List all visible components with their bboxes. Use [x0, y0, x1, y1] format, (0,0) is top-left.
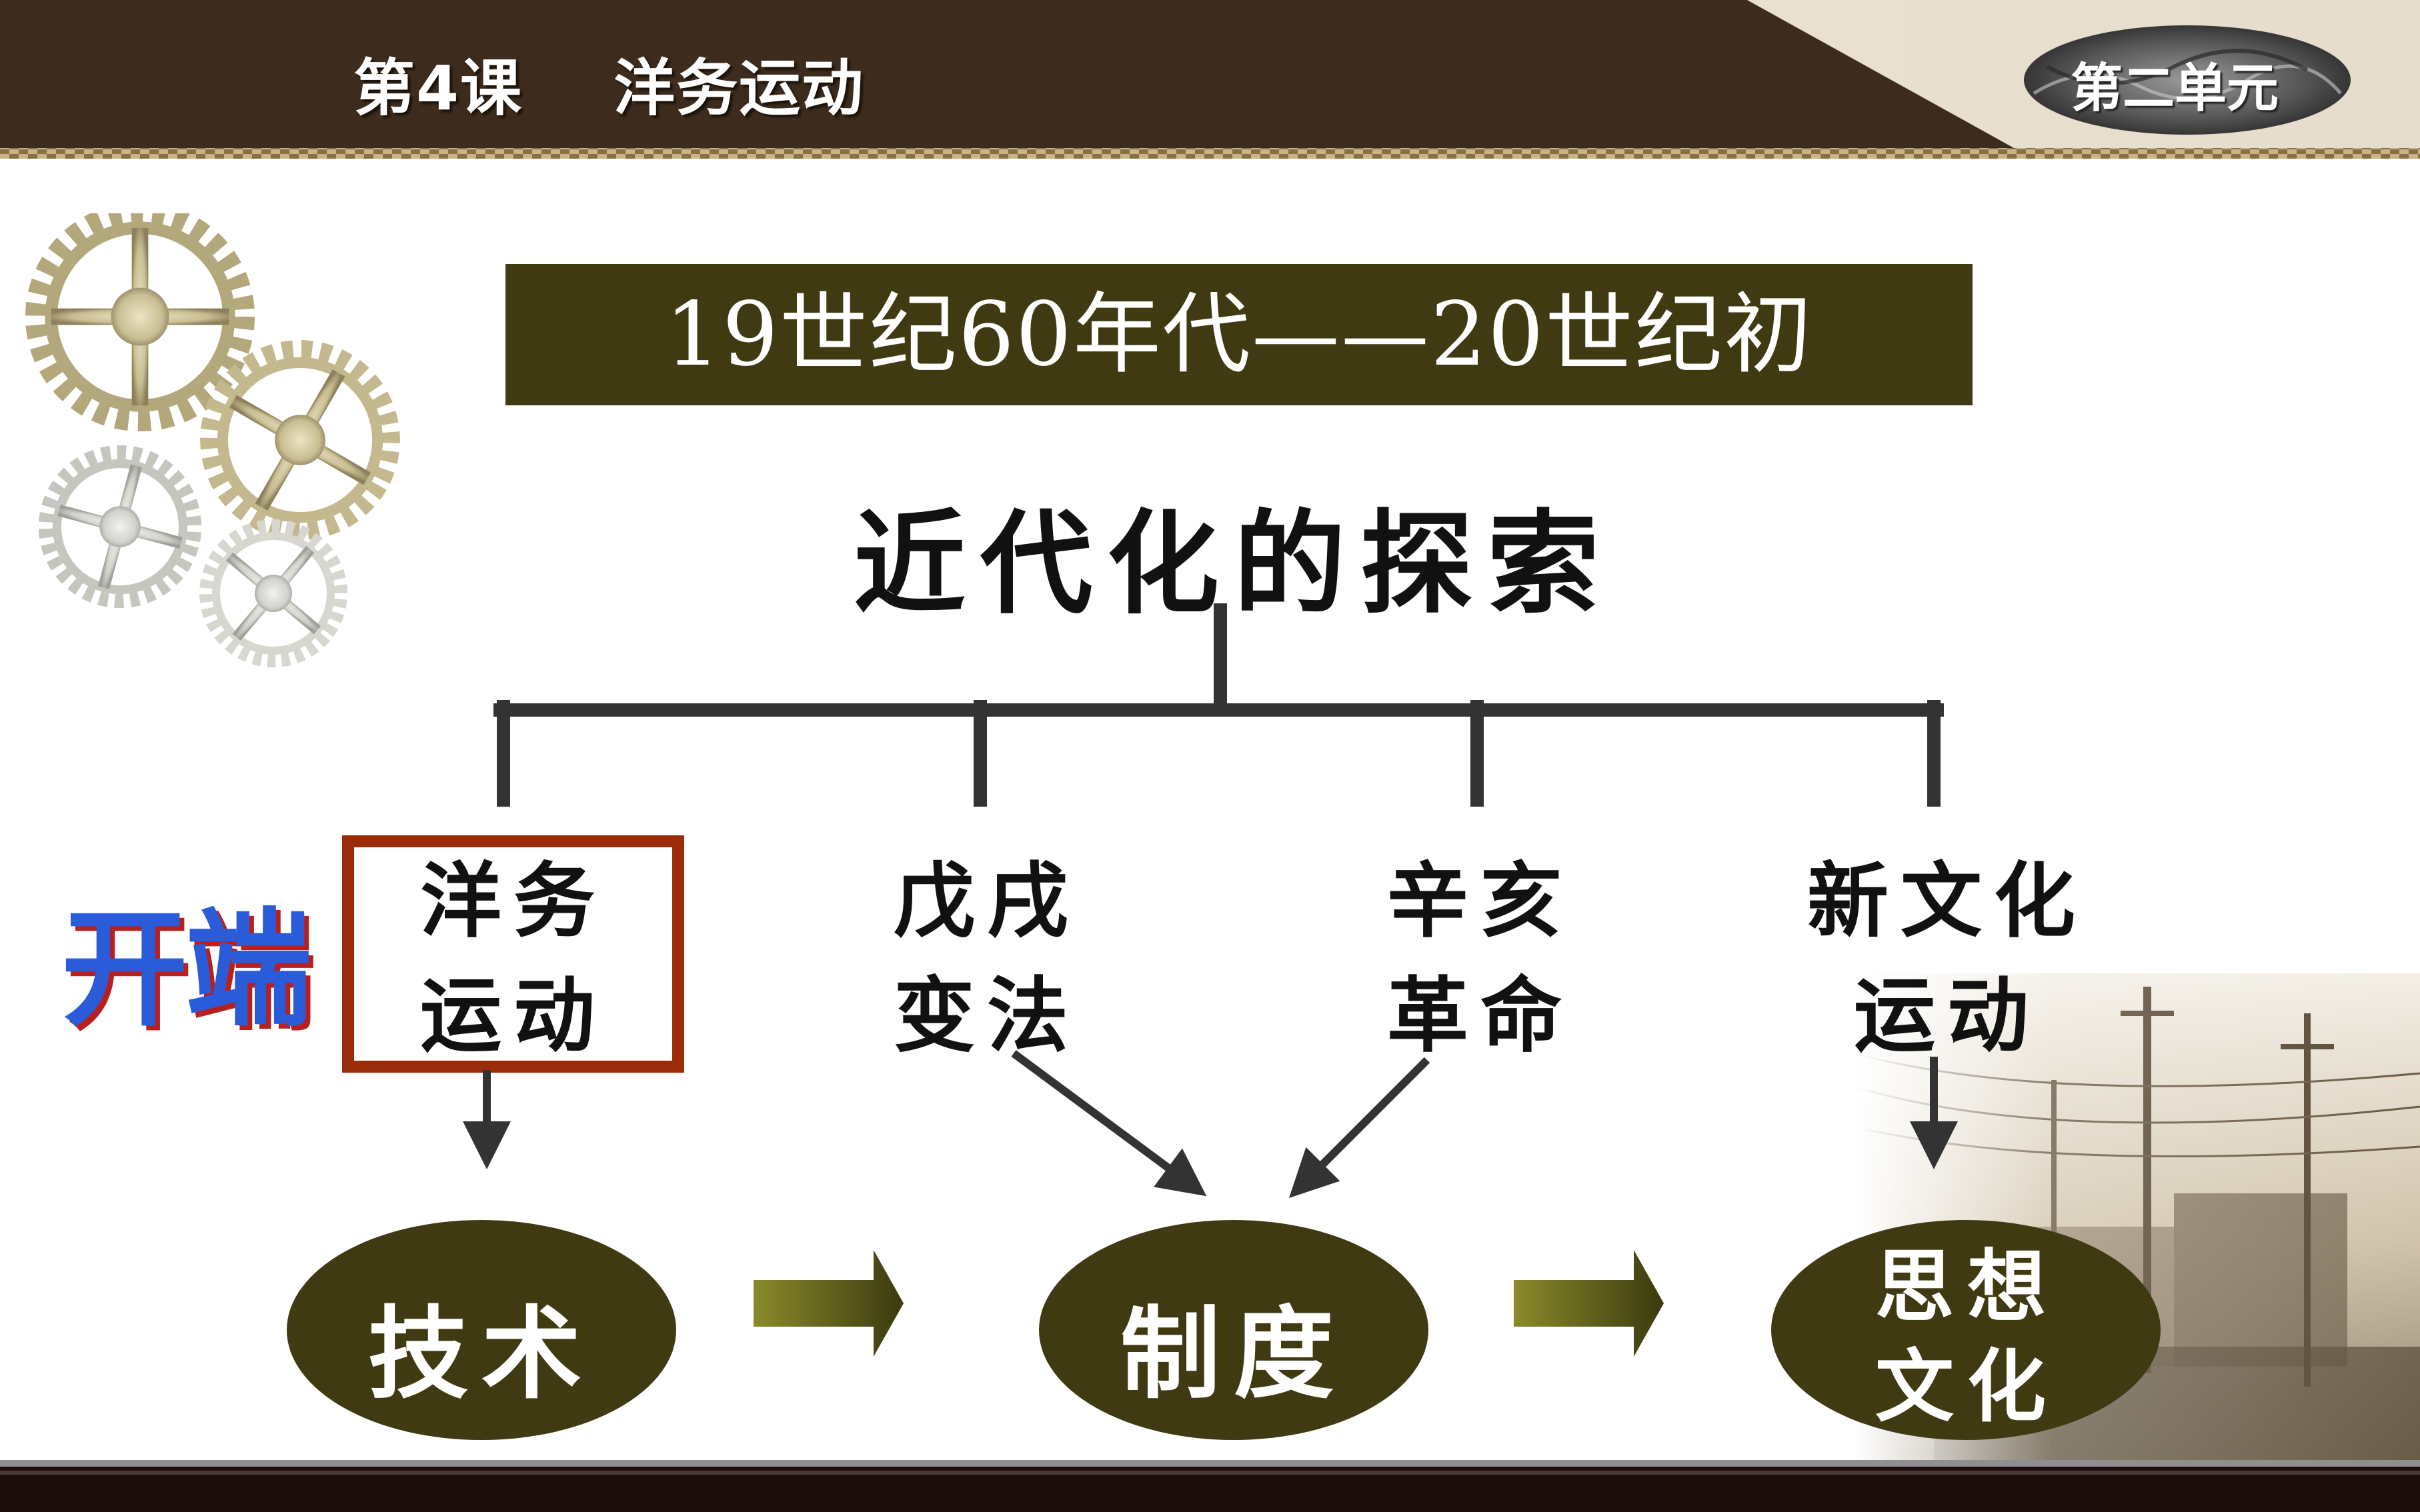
period-box: 19世纪60年代——20世纪初 [505, 264, 1973, 405]
branch-xinhai-line1: 辛亥 [1387, 853, 1574, 949]
highlight-box [342, 835, 684, 1073]
stage-label-thought: 思想 文化 [1800, 1237, 2134, 1437]
branch-wuxu: 戊戌 变法 [847, 843, 1127, 1073]
branch-yangwu-line1: 洋务 [420, 853, 607, 949]
branch-xinhai-line2: 革命 [1387, 967, 1574, 1063]
block-arrow-2 [1514, 1250, 1664, 1357]
arrow-xinhai-to-system [1289, 1057, 1430, 1198]
header-bar [0, 0, 2420, 159]
lesson-title: 第4课 洋务运动 [353, 53, 865, 124]
branch-yangwu-line2: 运动 [420, 967, 607, 1063]
stage-label-system: 制度 [1120, 1295, 1347, 1413]
branch-newculture-line1: 新文化 [1807, 853, 2087, 949]
footer-bar [0, 1460, 2420, 1512]
branch-wuxu-line2: 变法 [894, 967, 1080, 1063]
stage-ellipse-thought [1771, 1220, 2161, 1440]
stage-ellipse-tech [287, 1220, 676, 1440]
tree-connector [493, 603, 1944, 807]
branch-yangwu: 洋务 运动 [373, 843, 654, 1073]
stage-ellipse-system [1039, 1220, 1428, 1440]
block-arrow-1 [754, 1250, 904, 1357]
branch-newculture-line2: 运动 [1854, 967, 2041, 1063]
start-label: 开端 [61, 896, 312, 1043]
stage-label-thought-line2: 文化 [1875, 1340, 2059, 1433]
unit-label: 第二单元 [2071, 59, 2279, 119]
branch-xinhai: 辛亥 革命 [1340, 843, 1620, 1073]
unit-badge-icon [2024, 25, 2351, 135]
stage-label-thought-line1: 思想 [1875, 1240, 2059, 1333]
arrow-wuxu-to-system [1011, 1050, 1207, 1197]
branch-newculture: 新文化 运动 [1760, 843, 2134, 1073]
branch-wuxu-line1: 戊戌 [894, 853, 1080, 949]
stage-label-tech: 技术 [367, 1295, 595, 1413]
